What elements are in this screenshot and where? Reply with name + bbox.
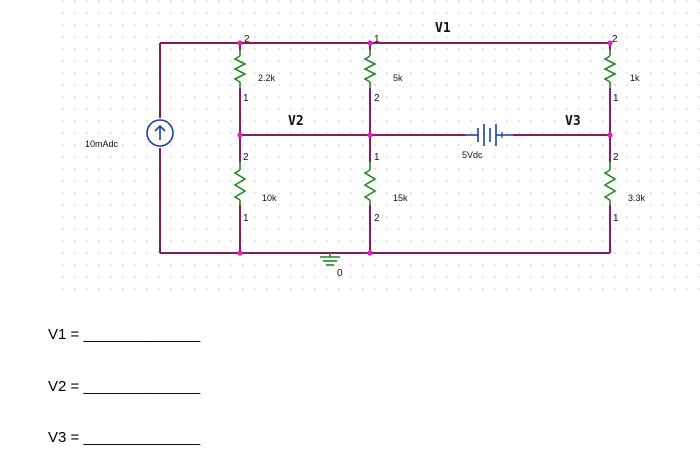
node-label-v1: V1 xyxy=(435,21,451,36)
pin-number: 1 xyxy=(613,213,619,224)
voltage-source-label: 5Vdc xyxy=(462,150,483,160)
pin-number: 2 xyxy=(374,213,380,224)
resistor-right-top-value: 1k xyxy=(630,73,640,83)
pin-number: 1 xyxy=(243,213,249,224)
resistor-right-bottom-value: 3.3k xyxy=(628,193,646,203)
pin-number: 2 xyxy=(243,152,249,163)
question-v1: V1 = ______________ xyxy=(48,326,201,343)
node-label-v3: V3 xyxy=(565,114,581,129)
current-source-symbol xyxy=(146,119,174,147)
voltage-source-symbol xyxy=(465,124,513,146)
pin-numbers: 2 1 1 2 2 1 2 1 1 2 2 1 xyxy=(243,34,619,224)
pin-number: 2 xyxy=(244,34,250,45)
ground-symbol xyxy=(320,253,340,266)
node-label-v2: V2 xyxy=(288,114,304,129)
resistor-left-bottom-value: 10k xyxy=(262,193,277,203)
question-v2: V2 = ______________ xyxy=(48,378,201,395)
pin-number: 1 xyxy=(243,93,249,104)
resistor-mid-top-value: 5k xyxy=(393,73,403,83)
resistor-left-bottom xyxy=(233,162,247,205)
pin-number: 2 xyxy=(374,93,380,104)
pin-number: 1 xyxy=(374,152,380,163)
resistor-right-top xyxy=(603,50,617,88)
pin-number: 2 xyxy=(613,152,619,163)
current-source-label: 10mAdc xyxy=(85,139,119,149)
junctions xyxy=(237,40,613,256)
resistor-right-bottom xyxy=(603,162,617,205)
resistor-mid-top xyxy=(363,50,377,88)
resistor-left-top xyxy=(233,50,247,88)
pin-number: 1 xyxy=(613,93,619,104)
pin-number: 2 xyxy=(612,34,618,45)
ground-label: 0 xyxy=(337,268,343,279)
grid-background xyxy=(55,0,700,300)
circuit-schematic: V1 V2 V3 10mAdc 5Vdc 2.2k 5k 1k 10k 15k … xyxy=(55,0,700,300)
pin-number: 1 xyxy=(374,34,380,45)
resistor-left-top-value: 2.2k xyxy=(258,73,276,83)
resistor-mid-bottom-value: 15k xyxy=(393,193,408,203)
question-v3: V3 = ______________ xyxy=(48,429,201,446)
resistor-mid-bottom xyxy=(363,162,377,205)
wires xyxy=(159,42,611,254)
